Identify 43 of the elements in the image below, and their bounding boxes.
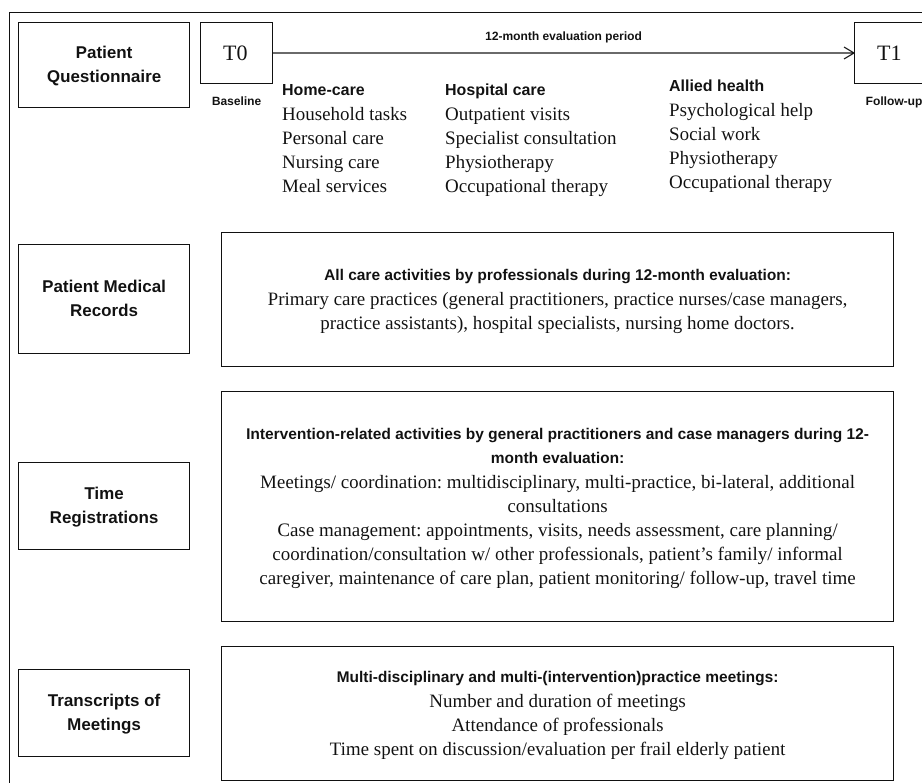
list-item: Personal care [282,127,385,151]
timepoint-label: T1 [877,40,902,66]
description-box [221,391,894,622]
list-item: Specialist consultation [445,127,618,151]
box-heading: Multi-disciplinary and multi-(intervention)practice meetings: [336,668,778,688]
box-text: Number and duration of meetings [429,690,686,714]
column-heading: Allied health [669,77,766,97]
box-text: Meetings/ coordination: multidisciplinary, multi-practice, bi-lateral, additional consultations [259,470,856,518]
source-box [18,462,190,550]
column-heading: Home-care [282,81,366,101]
column-heading: Hospital care [445,81,546,101]
box-heading: Intervention-related activities by general practitioners and case managers during 12-month evaluation: [246,424,869,468]
list-item: Occupational therapy [445,175,610,199]
source-label: Patient Medical Records [41,276,167,322]
arrow [273,46,855,60]
description-box [221,232,894,367]
timepoint-caption: Follow-up [866,94,922,108]
list-item: Household tasks [282,103,408,127]
box-text: Case management: appointments, visits, needs assessment, care planning/ coordination/consultation w/ other professionals, patient’s family/ informal caregiver, maintenance of care plan, patient monitoring/ follow-up, travel time [258,518,857,590]
list-item: Physiotherapy [445,151,555,175]
source-box [18,22,190,108]
source-label: Patient Questionnaire [46,42,162,88]
timepoint-caption: Baseline [212,94,262,108]
timepoint-label: T0 [223,40,248,66]
list-item: Meal services [282,175,388,199]
list-item: Nursing care [282,151,381,175]
list-item: Psychological help [669,99,814,123]
source-box [18,669,190,757]
source-label: Transcripts of Meetings [46,690,162,736]
list-item: Physiotherapy [669,147,779,171]
list-item: Occupational therapy [669,171,834,195]
box-text: Primary care practices (general practitioners, practice nurses/case managers, practice assistants), hospital specialists, nursing home doctors. [266,288,848,336]
source-box [18,244,190,354]
list-item: Outpatient visits [445,103,572,127]
box-text: Attendance of professionals [451,714,664,738]
list-item: Social work [669,123,762,147]
timepoint-box [200,22,273,84]
box-text: Time spent on discussion/evaluation per frail elderly patient [330,738,786,762]
description-box [221,646,894,781]
timepoint-box [854,22,922,84]
box-heading: All care activities by professionals during 12-month evaluation: [324,266,791,286]
source-label: Time Registrations [48,483,160,529]
edge-label: 12-month evaluation period [485,29,642,43]
